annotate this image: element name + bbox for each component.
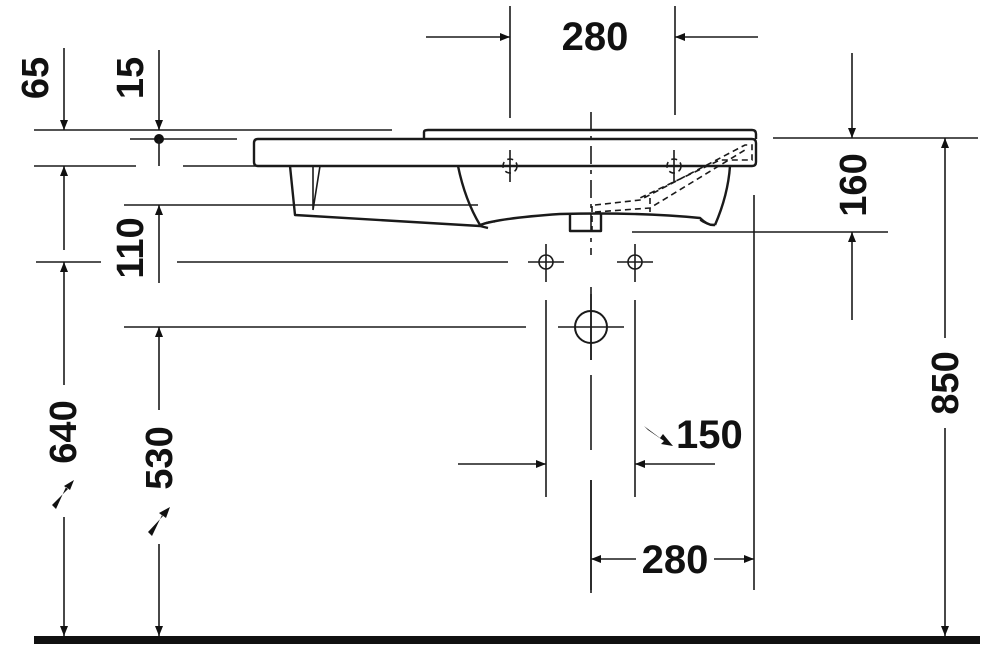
dim-15: 15 [110,57,152,99]
dim-110: 110 [110,217,152,278]
dim-850: 850 [925,351,967,414]
dim-530: 530 [139,426,181,489]
floor-line [34,636,980,644]
dim-65: 65 [15,57,57,99]
washbasin-outline [252,128,758,233]
supply-connection-left [528,244,564,282]
approx-arrow-icon [148,507,170,536]
approx-arrow-icon [644,426,673,446]
waste-connection [558,294,624,360]
dim-160: 160 [833,153,875,216]
dim-top-280: 280 [562,15,629,59]
dim-150: 150 [676,413,743,457]
supply-connection-right [617,244,653,282]
approx-arrow-icon [52,480,74,509]
hidden-overflow-channel [594,144,753,206]
dim-640: 640 [43,400,85,463]
dim-bottom-280: 280 [642,538,709,582]
